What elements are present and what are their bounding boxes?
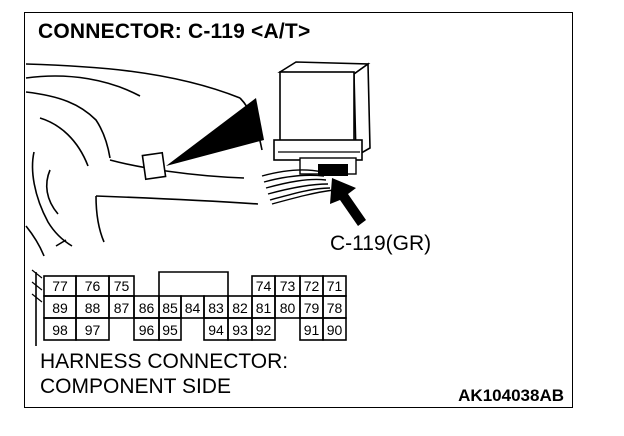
figure-title: CONNECTOR: C-119 <A/T>	[38, 20, 311, 43]
pin-label: 73	[280, 278, 296, 294]
pin-label: 78	[327, 300, 343, 316]
pin-label: 95	[162, 322, 178, 338]
pin-label: 93	[232, 322, 248, 338]
connector-callout-label: C-119(GR)	[330, 232, 432, 255]
ecu-module-icon	[273, 61, 371, 176]
pin-label: 97	[85, 322, 101, 338]
pointer-arrow	[330, 178, 366, 226]
pin-cell	[322, 317, 347, 341]
pin-label: 71	[327, 278, 343, 294]
connector-pinout: 77 76 75 74 73 72 71 89 88 87 86 85 84 83 82 81 80 79 78 98…	[31, 269, 347, 346]
pin-label: 81	[256, 300, 272, 316]
pin-label: 80	[280, 300, 296, 316]
pin-cell	[158, 317, 182, 341]
pin-label: 87	[114, 300, 130, 316]
pin-label: 82	[232, 300, 248, 316]
figure-frame	[24, 12, 573, 408]
pin-label: 77	[52, 278, 68, 294]
pin-label: 96	[139, 322, 155, 338]
pin-label: 76	[85, 278, 101, 294]
pin-label: 88	[85, 300, 101, 316]
pin-label: 94	[208, 322, 224, 338]
zoom-wedge	[166, 98, 264, 166]
connector-latch	[158, 271, 229, 296]
pin-label: 85	[162, 300, 178, 316]
pin-label: 90	[327, 322, 343, 338]
pin-label: 83	[208, 300, 224, 316]
pin-label: 75	[114, 278, 130, 294]
pin-label: 74	[256, 278, 272, 294]
caption-component-side: COMPONENT SIDE	[40, 375, 231, 398]
pin-label: 91	[304, 322, 320, 338]
pin-label: 72	[304, 278, 320, 294]
pin-label: 86	[139, 300, 155, 316]
pin-cell	[251, 317, 276, 341]
pin-label: 84	[185, 300, 201, 316]
pin-cell	[75, 317, 110, 341]
pin-label: 79	[304, 300, 320, 316]
figure-id: AK104038AB	[458, 386, 564, 405]
pin-label: 92	[256, 322, 272, 338]
caption-harness-connector: HARNESS CONNECTOR:	[40, 350, 289, 373]
pin-label: 98	[52, 322, 68, 338]
wire-harness	[261, 169, 335, 205]
pin-label: 89	[52, 300, 68, 316]
dash-connector-icon	[141, 151, 167, 181]
